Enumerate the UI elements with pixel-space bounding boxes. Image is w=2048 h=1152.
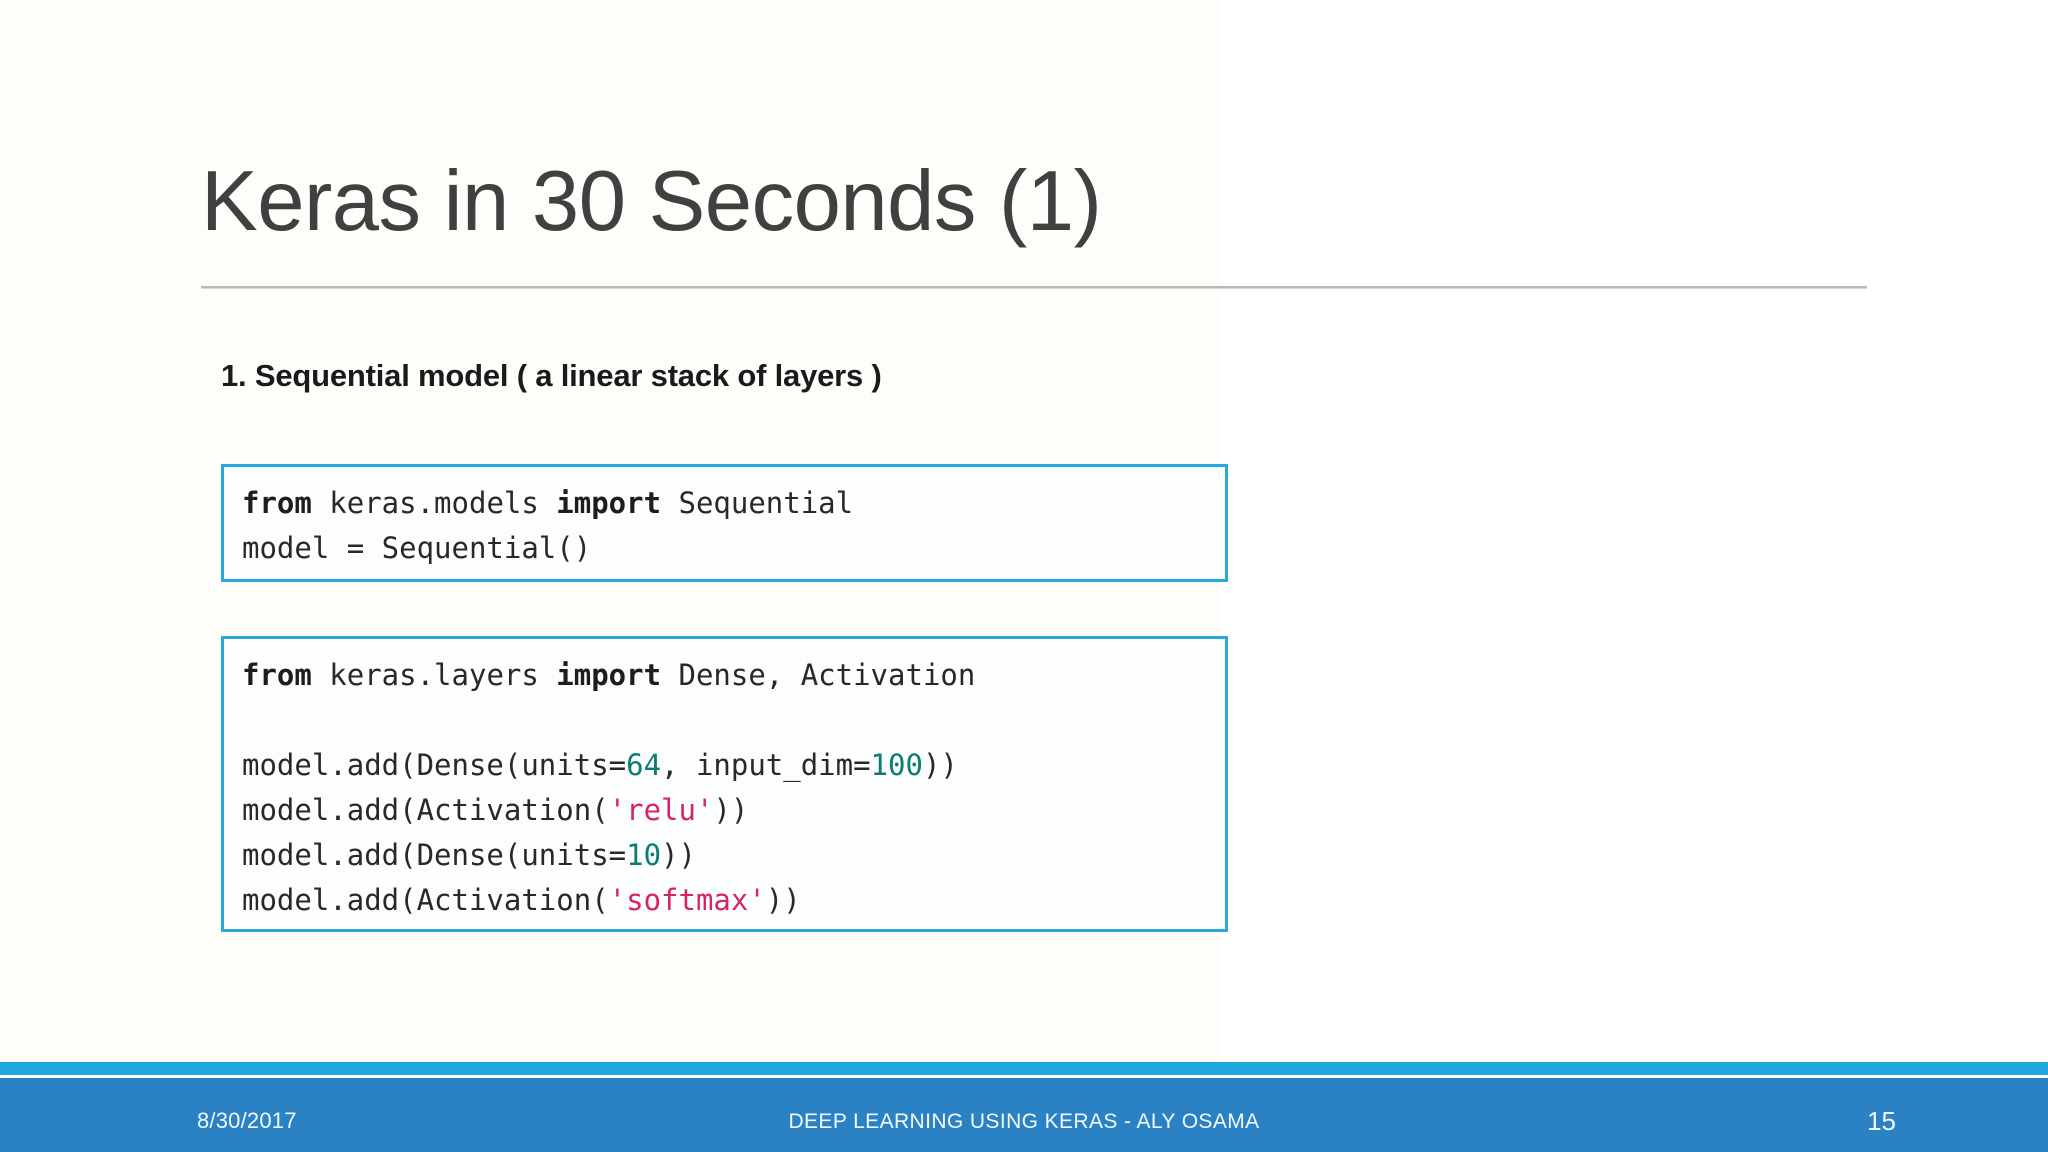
code-token-plain: model.add(Dense(units= — [242, 748, 627, 782]
code-block-1-lines: from keras.models import Sequential model… — [224, 467, 1225, 571]
code-token-plain: model.add(Activation( — [242, 793, 609, 827]
code-block-2-lines: from keras.layers import Dense, Activati… — [224, 639, 1225, 923]
code-token-plain: , input_dim= — [661, 748, 871, 782]
code-token-num: 64 — [626, 748, 662, 782]
page-number: 15 — [1867, 1106, 1896, 1136]
code-token-kw: from — [242, 658, 312, 692]
code-line: model.add(Activation('softmax')) — [242, 878, 1225, 923]
footer-title: DEEP LEARNING USING KERAS - ALY OSAMA — [788, 1110, 1260, 1133]
code-token-plain: )) — [922, 748, 958, 782]
code-token-plain: Sequential — [661, 486, 854, 520]
code-token-plain: keras.models — [311, 486, 557, 520]
code-line: from keras.models import Sequential — [242, 481, 1225, 526]
code-token-plain: model.add(Dense(units= — [242, 838, 627, 872]
title-divider — [201, 286, 1867, 289]
code-line: model.add(Dense(units=64, input_dim=100)… — [242, 743, 1225, 788]
code-token-plain: )) — [713, 793, 749, 827]
footer-bar — [0, 1078, 2048, 1152]
code-line: from keras.layers import Dense, Activati… — [242, 653, 1225, 698]
footer-accent-stripe — [0, 1062, 2048, 1075]
code-token-plain: )) — [661, 838, 696, 872]
code-token-plain: keras.layers — [311, 658, 557, 692]
code-token-num: 100 — [870, 748, 923, 782]
footer-date: 8/30/2017 — [197, 1108, 297, 1133]
title-block: Keras in 30 Seconds (1) — [201, 155, 1871, 249]
code-token-kw: import — [556, 486, 662, 520]
code-token-str: 'relu' — [608, 793, 714, 827]
footer-divider — [0, 1075, 2048, 1078]
page-title: Keras in 30 Seconds (1) — [201, 154, 1102, 249]
code-line: model.add(Dense(units=10)) — [242, 833, 1225, 878]
code-token-plain: Dense, Activation — [661, 658, 976, 692]
code-token-num: 10 — [626, 838, 662, 872]
code-token-plain: model = Sequential() — [242, 531, 592, 565]
code-block-2: from keras.layers import Dense, Activati… — [221, 636, 1228, 932]
code-token-plain: model.add(Activation( — [242, 883, 609, 917]
code-block-1: from keras.models import Sequential model… — [221, 464, 1228, 582]
section-heading: 1. Sequential model ( a linear stack of … — [221, 358, 882, 393]
code-token-str: 'softmax' — [608, 883, 766, 917]
code-token-kw: from — [242, 486, 312, 520]
code-line: model = Sequential() — [242, 526, 1225, 571]
code-line — [242, 698, 1225, 743]
code-token-kw: import — [556, 658, 662, 692]
code-line: model.add(Activation('relu')) — [242, 788, 1225, 833]
code-token-plain: )) — [765, 883, 801, 917]
